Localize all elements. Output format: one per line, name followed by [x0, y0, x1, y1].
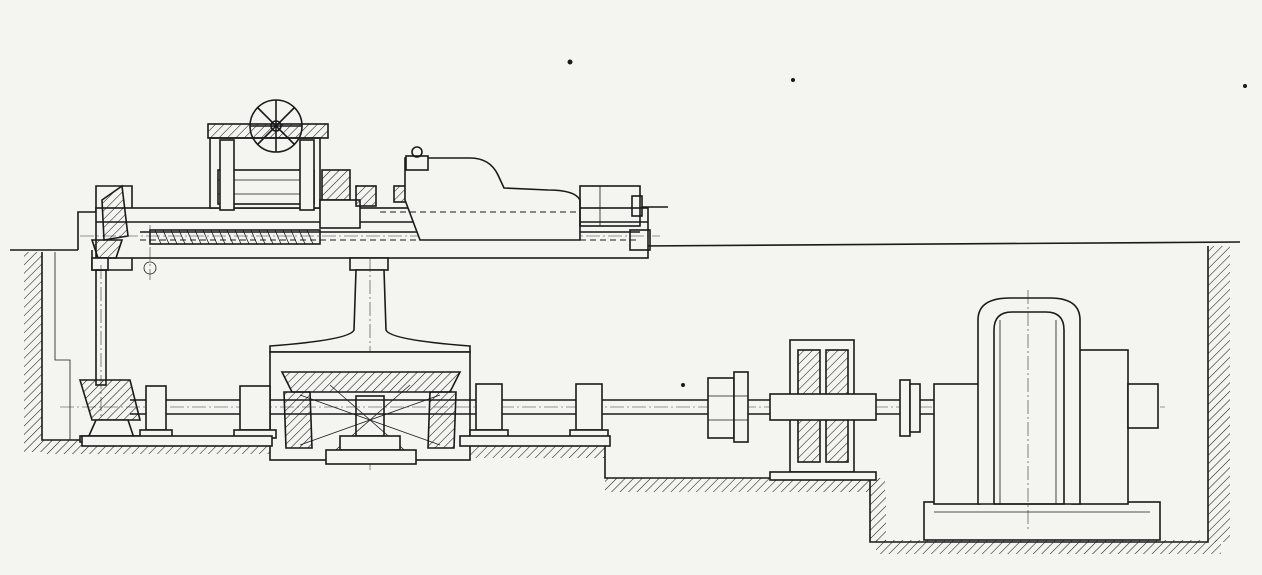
- saddle-carriage: [207, 123, 329, 211]
- floor-line-right: [639, 241, 1241, 247]
- motor-bearing-right: [1071, 349, 1129, 505]
- coupling-half-right: [733, 371, 749, 443]
- bearing-4: [569, 383, 609, 439]
- bearing-bedplate: [459, 435, 611, 447]
- bearing-3: [469, 383, 509, 439]
- lower-bevel-gear: [78, 379, 142, 421]
- tool-post: [405, 155, 429, 171]
- ink-speck: [681, 383, 685, 387]
- top-gear-hatch: [208, 124, 328, 138]
- pit-floor-hatch-2: [465, 444, 605, 458]
- pit-inner-step: [54, 252, 71, 440]
- coupling2-flange-right: [909, 383, 921, 433]
- pit-step-hatch: [870, 492, 886, 542]
- intermediate-gear: [322, 170, 350, 200]
- left-bedplate: [81, 435, 273, 447]
- motor-frame: [977, 297, 1081, 505]
- motor-bearing-left: [933, 383, 981, 505]
- crown-gear-right: [428, 392, 456, 448]
- ink-speck: [567, 59, 573, 65]
- column-cap: [349, 257, 389, 271]
- pit-wall-right-hatch: [1208, 246, 1230, 542]
- main-bevel-gear-housing: [269, 351, 471, 465]
- housing-base: [325, 449, 417, 465]
- central-pinion: [355, 395, 385, 437]
- ink-speck: [1243, 84, 1247, 88]
- pit-floor-hatch-4: [876, 540, 1221, 554]
- bearing-2: [233, 385, 277, 439]
- electric-motor: [923, 290, 1161, 541]
- coupling-half-left: [707, 377, 735, 439]
- tool-head-housing: [404, 157, 581, 241]
- crown-gear-left: [284, 392, 312, 448]
- boring-bar-assembly: [77, 99, 668, 420]
- coupling2-flange-left: [899, 379, 911, 437]
- motor-base: [923, 501, 1161, 541]
- motor-stator-outline: [993, 311, 1065, 505]
- motor-shaft-end: [1127, 383, 1159, 429]
- flexible-coupling-1: [707, 371, 749, 443]
- ink-speck: [791, 78, 795, 82]
- handwheel: [249, 99, 303, 153]
- crown-gear-top: [282, 372, 460, 392]
- spindle-nose: [579, 185, 641, 227]
- pit-floor-hatch-3: [605, 478, 885, 492]
- flywheel: [769, 339, 877, 481]
- flywheel-base: [769, 471, 877, 481]
- pit-wall-left-hatch: [24, 252, 42, 452]
- flexible-coupling-2: [876, 379, 940, 437]
- shaft-collar-top: [91, 257, 109, 271]
- flywheel-hub: [769, 393, 877, 421]
- bearing-1: [139, 385, 173, 439]
- left-bevel-gear-pair: [90, 184, 157, 280]
